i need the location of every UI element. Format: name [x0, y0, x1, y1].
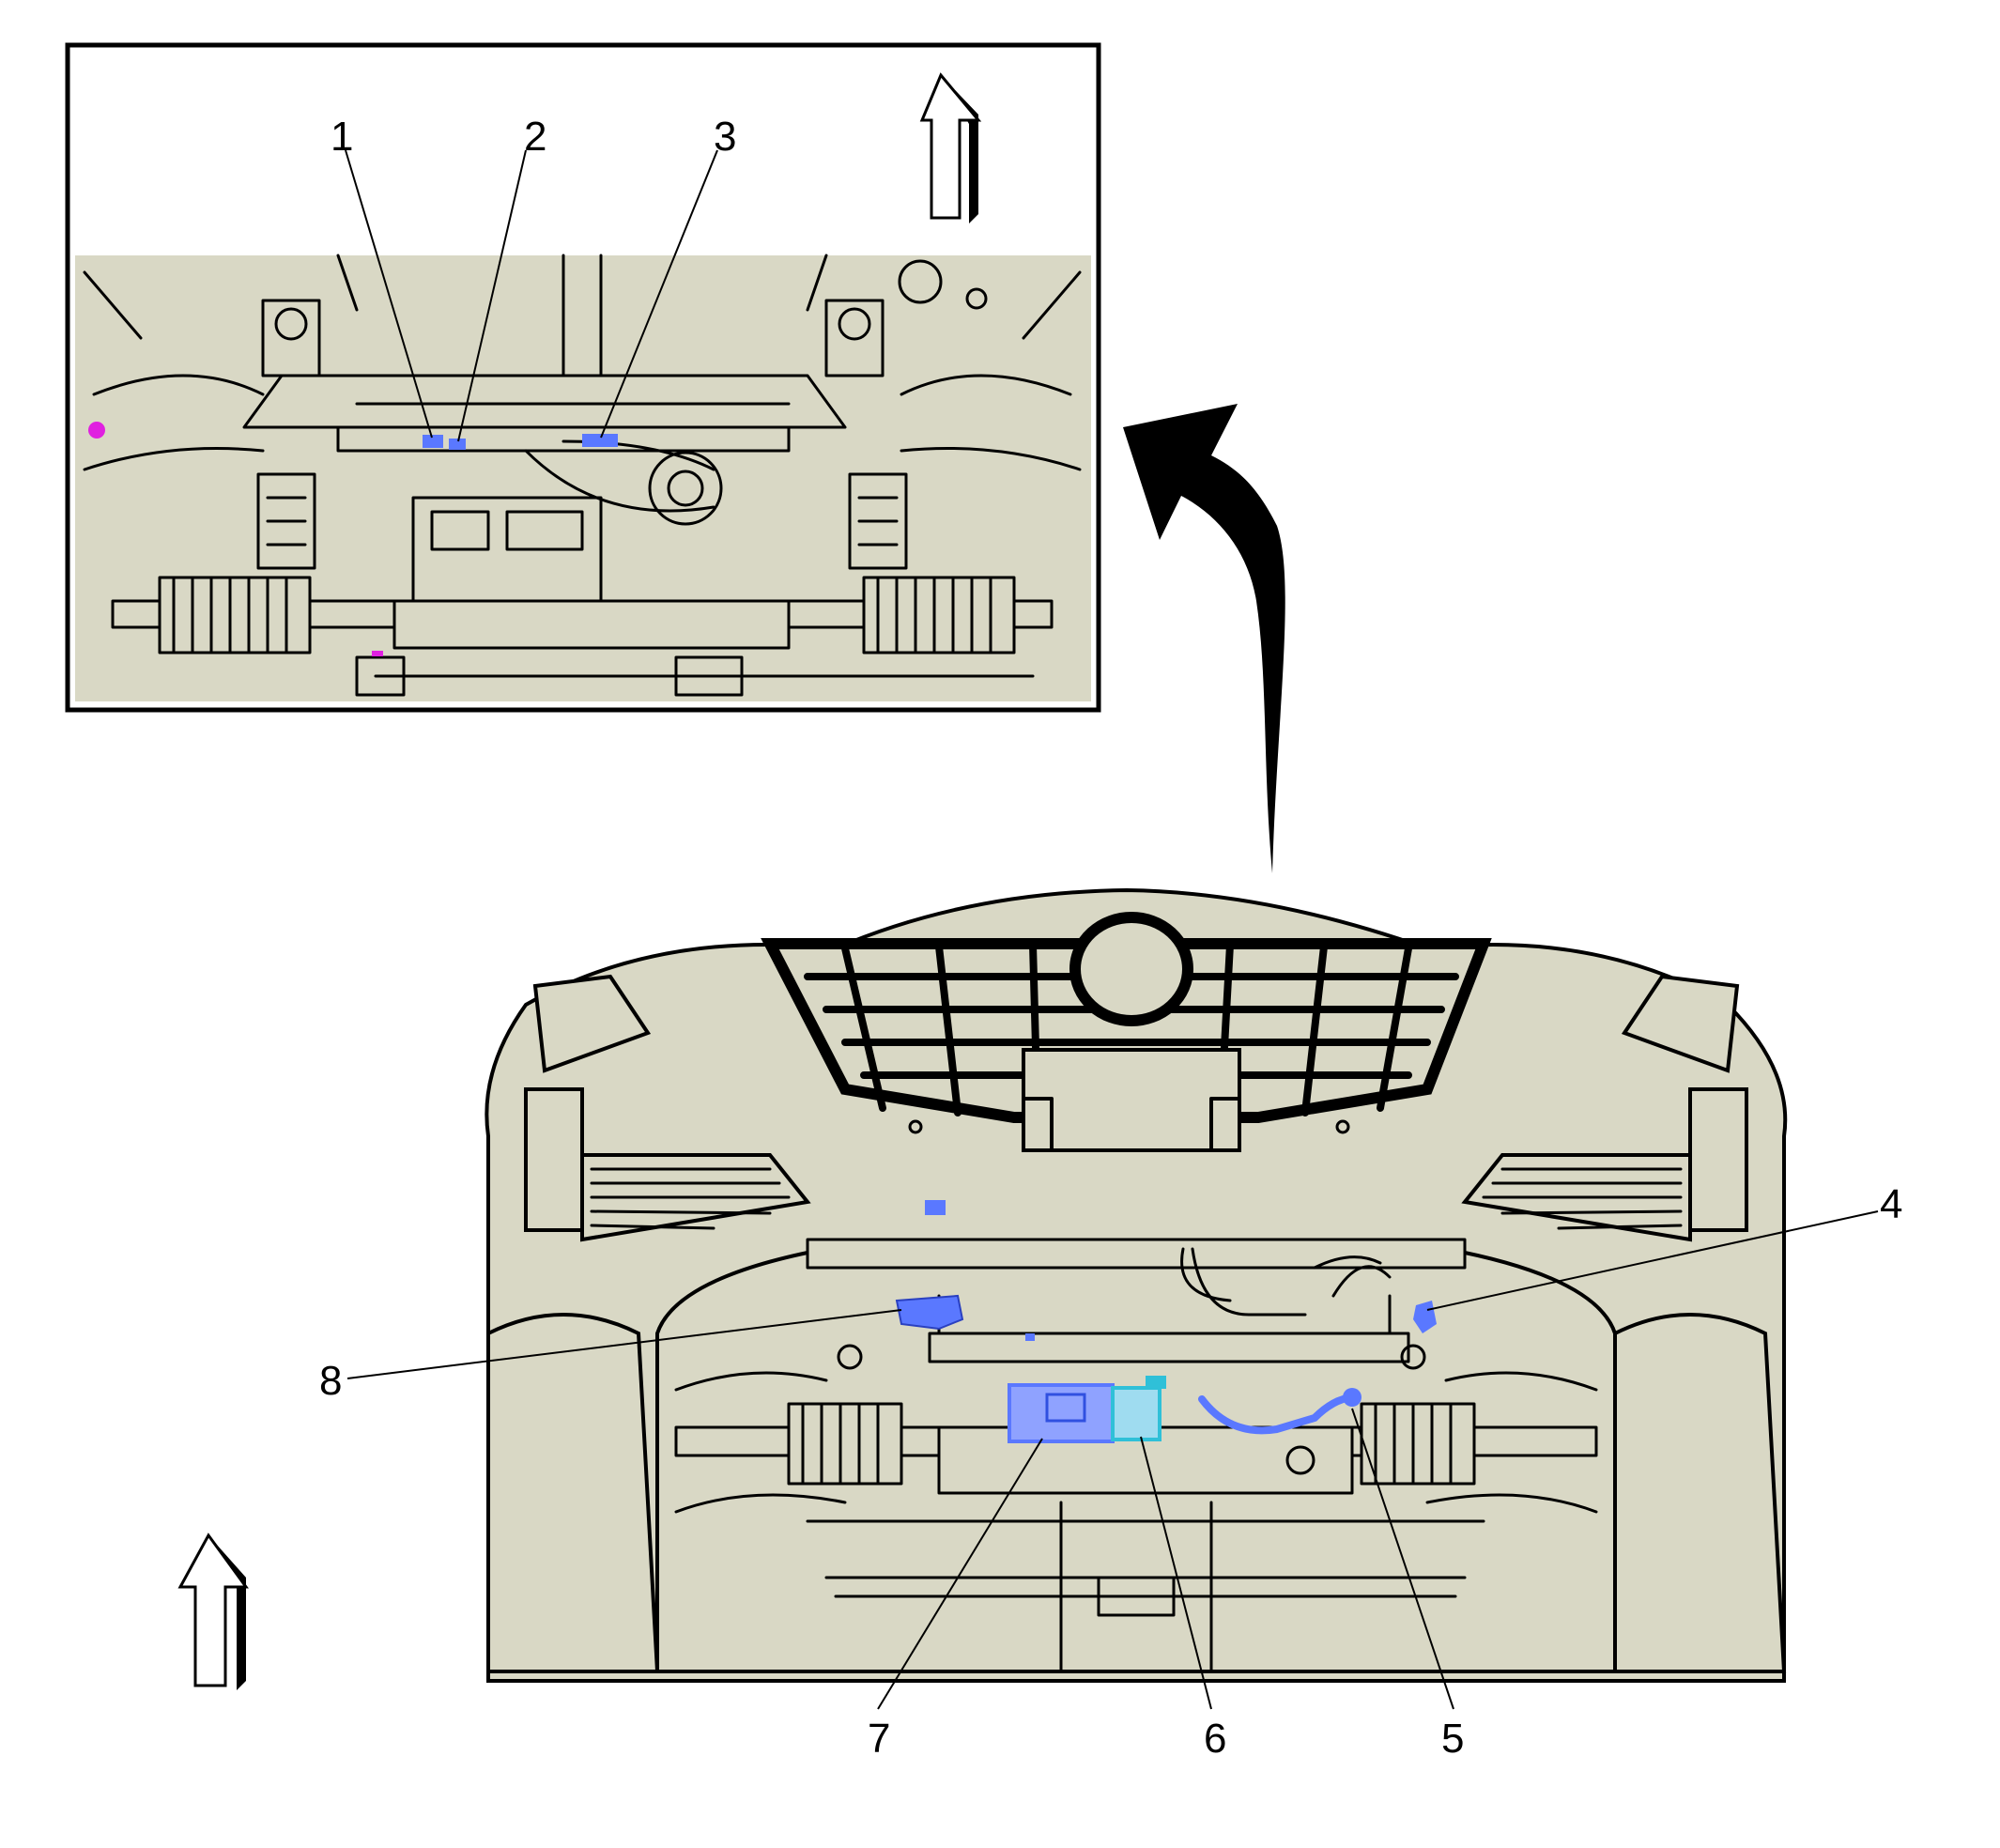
- inset-highlight-magenta-2: [372, 651, 383, 656]
- inset-up-arrow-icon: [919, 72, 982, 223]
- direction-up-arrow-icon: [177, 1532, 249, 1690]
- component-6-highlight: [1111, 1386, 1162, 1441]
- callout-8: 8: [319, 1358, 342, 1404]
- callout-6: 6: [1204, 1716, 1226, 1762]
- vehicle-front-view: [177, 887, 1788, 1690]
- leader-lines: [345, 149, 1879, 1710]
- license-plate-bracket: [1022, 1048, 1241, 1152]
- callout-4: 4: [1880, 1181, 1902, 1227]
- left-air-intake: [524, 1087, 811, 1242]
- highlighted-components: [895, 1200, 1437, 1443]
- callout-2: 2: [524, 114, 546, 160]
- inset-highlight-2: [449, 439, 466, 450]
- component-8-highlight: [895, 1294, 964, 1331]
- callout-3: 3: [714, 114, 736, 160]
- inset-highlight-magenta: [88, 422, 105, 439]
- left-tire: [486, 1313, 660, 1673]
- inset-highlight-1: [423, 435, 443, 448]
- component-8-highlight-b: [925, 1200, 946, 1215]
- callout-1: 1: [331, 114, 353, 160]
- inset-highlight-3: [582, 434, 618, 447]
- underbody-linework: [674, 1119, 1598, 1673]
- zoom-curved-arrow-icon: [1123, 404, 1285, 873]
- right-air-intake: [1461, 1087, 1748, 1242]
- emblem: [1069, 912, 1193, 1026]
- callout-7: 7: [868, 1716, 890, 1762]
- inset-underbody-linework: [83, 254, 1082, 697]
- right-tire: [1613, 1313, 1787, 1673]
- grille: [761, 912, 1492, 1123]
- callout-labels: 1 2 3 4 5 6 7 8: [319, 114, 1902, 1762]
- component-5-highlight: [1198, 1394, 1356, 1435]
- callout-5: 5: [1441, 1716, 1464, 1762]
- inset-detail-view: [65, 42, 1101, 713]
